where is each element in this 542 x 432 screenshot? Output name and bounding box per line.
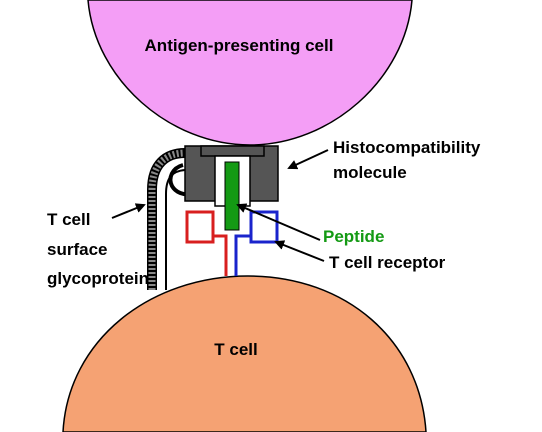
histocompatibility-pointer [287, 149, 329, 170]
glycoprotein-label-line2: surface [47, 240, 107, 259]
glycoprotein-label-line3: glycoprotein [47, 269, 149, 288]
histocompatibility-label-line1: Histocompatibility [333, 138, 481, 157]
glycoprotein-pointer [111, 203, 146, 219]
glycoprotein-label-line1: T cell [47, 210, 90, 229]
peptide [224, 161, 240, 231]
t-cell-receptor-label: T cell receptor [329, 253, 446, 272]
histocompatibility-label-line2: molecule [333, 163, 407, 182]
antigen-presenting-cell-label: Antigen-presenting cell [145, 36, 334, 55]
t-cell-receptor-pointer [274, 240, 325, 262]
t-cell-receptor-beta-head [249, 210, 279, 244]
t-cell-receptor [185, 210, 279, 276]
peptide-label: Peptide [323, 227, 384, 246]
t-cell-receptor-beta-stem [234, 234, 251, 276]
t-cell-label: T cell [214, 340, 257, 359]
t-cell [62, 275, 427, 432]
t-cell-receptor-alpha-head [185, 210, 215, 244]
antigen-presenting-cell [87, 0, 413, 146]
t-cell-receptor-alpha-stem [213, 234, 228, 276]
peptide-pointer [236, 203, 321, 241]
